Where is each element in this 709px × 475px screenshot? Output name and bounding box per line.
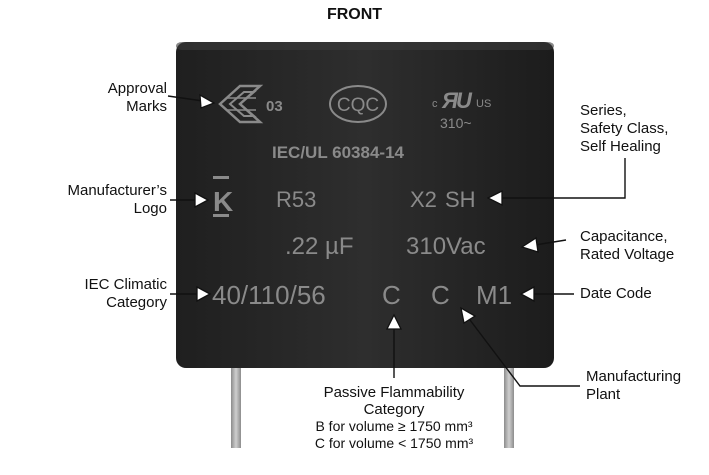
arrow-plant <box>469 319 580 387</box>
approval-code: 03 <box>266 98 283 115</box>
label-flammability: Passive Flammability Category B for volu… <box>314 384 474 451</box>
label-manufacturer-logo: Manufacturer’s Logo <box>67 182 168 217</box>
svg-text:Я: Я <box>441 88 459 113</box>
plant-text: C <box>431 280 450 310</box>
lead-left <box>231 362 241 448</box>
label-iec-climatic: IEC Climatic Category <box>84 276 167 311</box>
self-healing-text: SH <box>445 187 476 212</box>
flammability-text: C <box>382 280 401 310</box>
label-approval-marks: Approval Marks <box>107 80 167 115</box>
cqc-mark-icon <box>329 85 387 123</box>
ul-recognized-icon: Я U <box>441 88 473 113</box>
label-date-code: Date Code <box>580 285 652 302</box>
standard-text: IEC/UL 60384-14 <box>272 143 405 162</box>
label-manufacturing-plant: Manufacturing Plant <box>586 368 682 403</box>
capacitance-text: .22 µF <box>285 233 354 260</box>
cqc-text: CQC <box>337 95 379 116</box>
climatic-text: 40/110/56 <box>212 280 326 310</box>
date-code-text: M1 <box>476 280 512 310</box>
capacitor-body <box>176 42 554 368</box>
svg-text:U: U <box>456 88 473 113</box>
ul-c-text: c <box>432 98 438 110</box>
kemet-logo-icon: K <box>213 176 233 217</box>
class-text: X2 <box>410 187 437 212</box>
arrow-series <box>502 158 626 199</box>
label-series: Series, Safety Class, Self Healing <box>580 102 669 155</box>
series-text: R53 <box>276 187 316 212</box>
ul-us-text: US <box>476 98 491 110</box>
lead-right <box>504 362 514 448</box>
diagram-title: FRONT <box>326 6 383 23</box>
voltage-text: 310Vac <box>406 233 486 260</box>
ul-voltage-text: 310~ <box>440 115 472 131</box>
enec-mark-icon <box>218 84 264 124</box>
label-capacitance: Capacitance, Rated Voltage <box>580 228 675 263</box>
svg-text:K: K <box>213 186 233 217</box>
arrow-approval <box>167 95 204 102</box>
arrow-capacitance <box>534 239 567 246</box>
